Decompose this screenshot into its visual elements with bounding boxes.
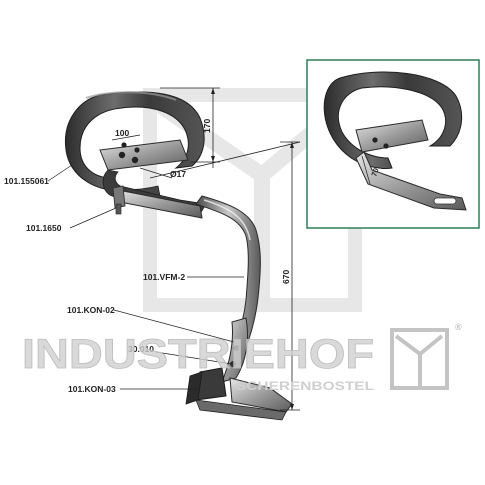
bolt-hole-icon [134,147,140,153]
detail-inset [306,59,480,229]
label-clamp: 101.1650 [26,223,62,233]
part-labels: 101.155061 101.1650 101.VFM-2 101.KON-02… [4,164,244,394]
dim-70: 70 [369,167,380,178]
clamp-bracket [112,185,203,219]
slot-icon [433,197,457,205]
label-shank: 101.VFM-2 [143,272,185,282]
dim-hole-diameter: Ø17 [170,169,186,179]
watermark-sub: SCHERENBOSTEL [236,379,374,393]
dim-100: 100 [115,128,129,138]
dimension-labels: 100 170 Ø17 670 70 [115,119,381,284]
label-share-upper: 101.KON-02 [67,305,115,315]
bolt-hole-icon [118,151,126,159]
share-point [185,317,293,421]
arrow-icon [290,142,294,148]
spring-tine [64,91,207,215]
label-share-lower: 101.KON-03 [68,384,116,394]
label-spring: 101.155061 [4,176,49,186]
dim-670: 670 [281,270,291,284]
arrow-icon [290,404,294,410]
dimension-lines [111,87,301,411]
watermark-brand: INDUSTRIEHOF [22,330,374,377]
bolt-hole-icon [131,156,139,164]
clamp-plate [99,139,189,171]
label-bolt: 30.010 [128,344,154,354]
watermark-logo-icon [390,328,449,390]
shank [195,195,261,343]
watermark-registered: ® [455,322,462,332]
arrow-icon [211,156,215,162]
bolt-hole-icon [121,142,127,148]
bolt-icon [233,345,239,351]
bolt-icon [230,361,236,367]
arrow-icon [211,88,215,94]
bolt-hole-icon [383,143,389,149]
bolt-hole-icon [372,137,378,143]
dim-170: 170 [202,119,212,133]
watermark: INDUSTRIEHOF SCHERENBOSTEL ® [22,322,462,393]
